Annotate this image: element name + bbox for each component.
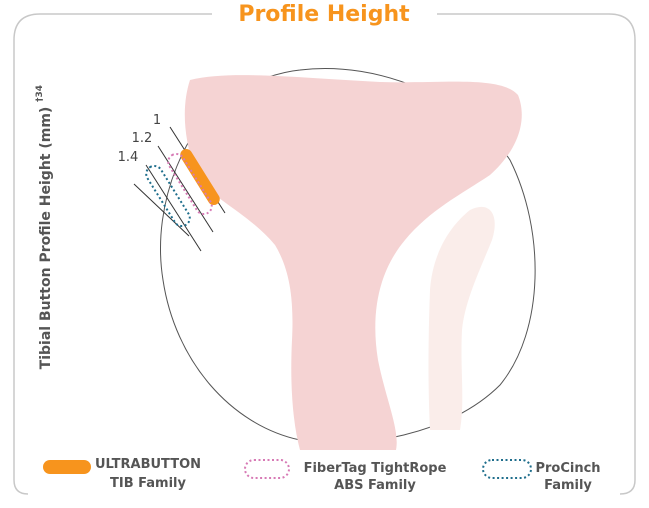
legend-fibertag-line1: FiberTag TightRope [304,461,447,476]
legend-swatch-fibertag [245,460,289,478]
size-label-1-2: 1.2 [132,131,153,146]
legend-swatch-ultrabutton [43,460,91,474]
y-axis-label: Tibial Button Profile Height (mm) [38,107,54,370]
chart-title: Profile Height [238,2,410,27]
legend-fibertag-line2: ABS Family [334,478,416,493]
legend-ultrabutton-line1: ULTRABUTTON [95,457,201,472]
size-label-1: 1 [153,113,161,128]
guide-line-3 [146,165,201,251]
legend: ULTRABUTTON TIB Family FiberTag TightRop… [43,457,601,493]
y-axis-label-group: Tibial Button Profile Height (mm) †34 [35,85,54,369]
y-axis-superscript: †34 [35,85,45,102]
legend-ultrabutton-line2: TIB Family [110,476,186,491]
legend-procinch-line2: Family [544,478,592,493]
size-label-1-4: 1.4 [118,150,139,165]
fibula-shape [429,207,495,430]
legend-procinch-line1: ProCinch [535,461,600,476]
legend-swatch-procinch [483,460,531,478]
